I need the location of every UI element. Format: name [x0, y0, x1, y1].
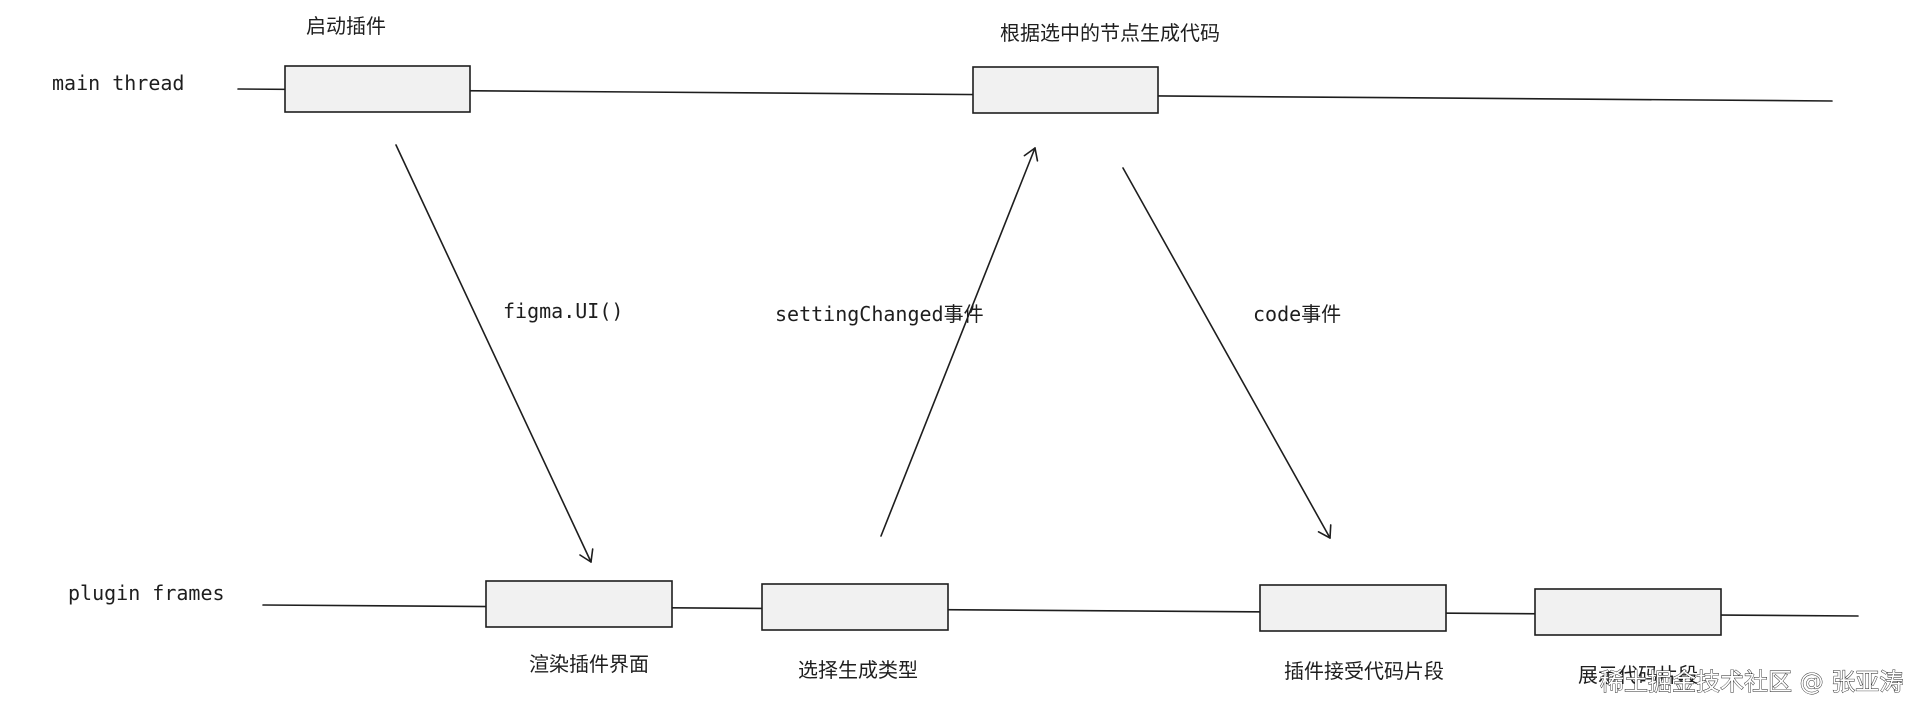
start-plugin-label: 启动插件 [306, 14, 386, 38]
show-code-box [1534, 588, 1722, 636]
figma-ui-arrow [395, 144, 594, 563]
choose-type-box [761, 583, 949, 631]
code-event-arrow-label: code事件 [1253, 302, 1341, 326]
render-ui-box [485, 580, 673, 628]
render-ui-label: 渲染插件界面 [529, 652, 649, 676]
watermark: 稀土掘金技术社区 @ 张亚涛 [1600, 668, 1903, 696]
receive-code-box [1259, 584, 1447, 632]
figma-ui-arrow-label: figma.UI() [503, 299, 623, 323]
setting-changed-arrow-label: settingChanged事件 [775, 302, 984, 326]
plugin-frames-label: plugin frames [68, 581, 225, 605]
start-plugin-box [284, 65, 471, 113]
code-event-arrow [1122, 167, 1332, 539]
generate-code-box [972, 66, 1159, 114]
main-thread-label: main thread [52, 71, 184, 95]
receive-code-label: 插件接受代码片段 [1284, 659, 1444, 683]
choose-type-label: 选择生成类型 [798, 658, 918, 682]
generate-code-label: 根据选中的节点生成代码 [1000, 21, 1220, 45]
show-code-label: 展示代码片段 [1578, 663, 1698, 687]
setting-changed-arrow [880, 147, 1039, 537]
